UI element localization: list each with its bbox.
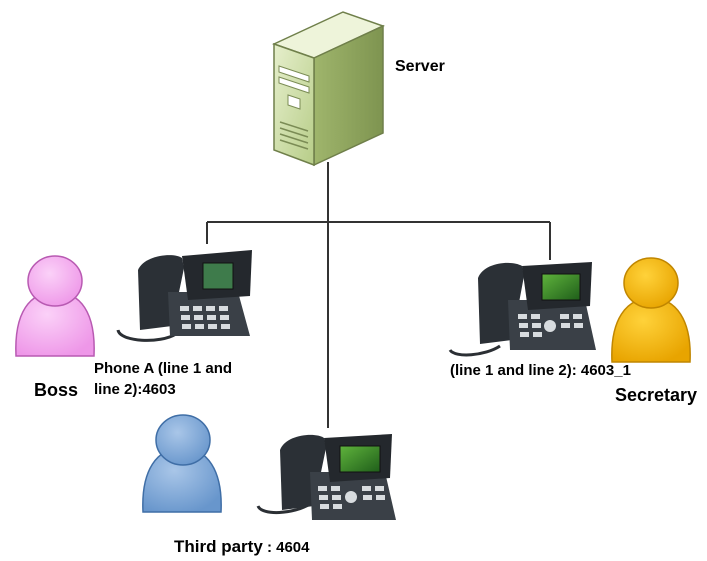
secretary-phone-label: (line 1 and line 2): 4603_1 [450,362,631,379]
third-party-phone-icon [256,434,396,520]
server-tower-icon [272,11,385,167]
third-party-label: Third party : 4604 [174,537,310,557]
server-label: Server [395,58,445,75]
phone-a-label: Phone A (line 1 and line 2):4603 [94,358,264,400]
third-party-name: Third party [174,537,263,556]
secretary-phone-icon [448,262,596,357]
phone-a-label-line1: Phone A (line 1 and [94,360,233,377]
third-party-person-icon [142,414,222,513]
third-party-number: : 4604 [262,539,310,556]
boss-label: Boss [34,380,79,400]
connector-lines [206,162,551,428]
boss-person-icon [15,255,95,357]
phone-a-label-line2: line 2):4603 [94,381,176,398]
phone-a-icon [116,250,252,342]
secretary-label: Secretary [615,385,698,405]
secretary-person-icon [611,257,691,363]
